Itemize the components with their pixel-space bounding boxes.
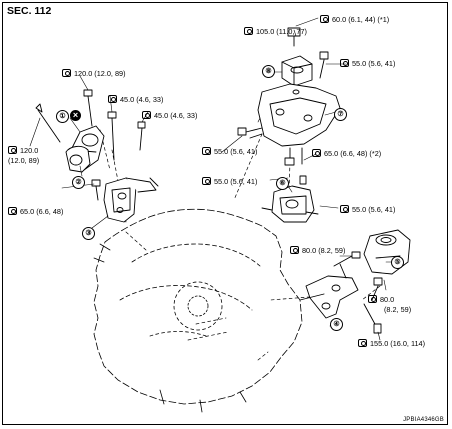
torque-wrench-icon (8, 207, 17, 216)
torque-value: 80.0 (380, 294, 395, 304)
section-label: SEC. 112 (7, 5, 52, 17)
torque-value: 120.0 (12.0, 89) (74, 68, 126, 78)
torque-value: 155.0 (16.0, 114) (370, 338, 426, 348)
torque-value: 65.0 (6.6, 48) (*2) (324, 148, 382, 158)
torque-value: 55.0 (5.6, 41) (214, 176, 258, 186)
torque-wrench-icon (202, 177, 211, 186)
torque-label-7: 60.0 (6.1, 44) (*1) (320, 14, 389, 24)
bolts-left (35, 89, 159, 201)
torque-wrench-icon (358, 339, 367, 348)
torque-wrench-icon (202, 147, 211, 156)
torque-label-3: 45.0 (4.6, 33) (142, 110, 197, 120)
torque-wrench-icon (340, 205, 349, 214)
torque-value: 45.0 (4.6, 33) (120, 94, 164, 104)
torque-value: 45.0 (4.6, 33) (154, 110, 198, 120)
torque-value: 65.0 (6.6, 48) (20, 206, 64, 216)
torque-label-15: 155.0 (16.0, 114) (358, 338, 425, 348)
torque-label-12: 55.0 (5.6, 41) (340, 204, 395, 214)
torque-wrench-icon (320, 15, 329, 24)
torque-wrench-icon (290, 246, 299, 255)
image-code: JPBIA4346GB (403, 417, 444, 423)
torque-label-10: 65.0 (6.6, 48) (*2) (312, 148, 381, 158)
callout-2: ② (72, 176, 85, 189)
torque-label-8: 55.0 (5.6, 41) (340, 58, 395, 68)
torque-value: 120.0 (20, 145, 39, 155)
torque-value: 55.0 (5.6, 41) (352, 204, 396, 214)
torque-value: 60.0 (6.1, 44) (*1) (332, 14, 390, 24)
bracket-part-7 (249, 83, 341, 147)
torque-label-14: 80.0 (368, 294, 394, 304)
torque-wrench-icon (62, 69, 71, 78)
bracket-part-3 (103, 177, 157, 223)
torque-value: 80.0 (8.2, 59) (302, 245, 346, 255)
torque-label-14-sub: (8.2, 59) (384, 304, 411, 314)
callout-3: ③ (82, 227, 95, 240)
bracket-part-4 (305, 263, 359, 319)
torque-value: (8.2, 59) (384, 304, 412, 314)
torque-wrench-icon (108, 95, 117, 104)
torque-label-2: 45.0 (4.6, 33) (108, 94, 163, 104)
torque-label-6: 105.0 (11.0, 77) (244, 26, 307, 36)
callout-1: ① (56, 110, 69, 123)
callout-4: ④ (330, 318, 343, 331)
bolts-right-bottom (299, 251, 383, 334)
non-reusable-part-icon: × (70, 110, 81, 121)
mount-part-6 (261, 175, 319, 223)
callout-7: ⑦ (334, 108, 347, 121)
torque-label-4: 120.0 (8, 145, 38, 155)
torque-wrench-icon (340, 59, 349, 68)
diagram-frame (2, 2, 448, 425)
torque-wrench-icon (8, 146, 17, 155)
torque-wrench-icon (312, 149, 321, 158)
callout-6: ⑥ (276, 177, 289, 190)
torque-wrench-icon (368, 295, 377, 304)
torque-value: 105.0 (11.0, 77) (256, 26, 307, 36)
torque-label-1: 120.0 (12.0, 89) (62, 68, 126, 78)
torque-value: 55.0 (5.6, 41) (352, 58, 396, 68)
torque-wrench-icon (142, 111, 151, 120)
bolts-right-top (237, 27, 329, 166)
torque-value: 55.0 (5.6, 41) (214, 146, 258, 156)
bracket-part-2 (65, 145, 91, 173)
insulator-part-5 (363, 229, 411, 275)
torque-label-5: 65.0 (6.6, 48) (8, 206, 63, 216)
torque-wrench-icon (244, 27, 253, 36)
torque-label-13: 80.0 (8.2, 59) (290, 245, 345, 255)
engine-outline (93, 208, 303, 413)
callout-5: ⑤ (391, 256, 404, 269)
torque-label-9: 55.0 (5.6, 41) (202, 146, 257, 156)
torque-label-11: 55.0 (5.6, 41) (202, 176, 257, 186)
callout-8: ⑧ (262, 65, 275, 78)
insulator-part-8 (281, 55, 313, 87)
torque-value: (12.0, 89) (8, 155, 40, 165)
torque-label-4-sub: (12.0, 89) (8, 155, 39, 165)
